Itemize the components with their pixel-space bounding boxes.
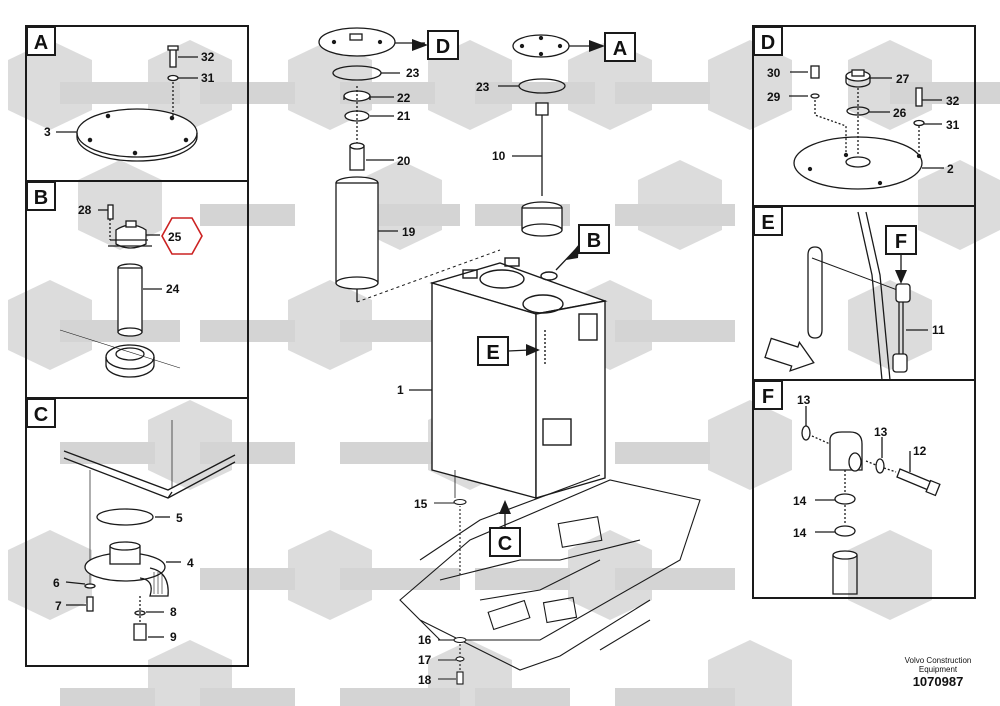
svg-text:12: 12 <box>913 444 927 458</box>
callout-f-detail-e: F <box>885 225 917 284</box>
svg-text:32: 32 <box>201 50 215 64</box>
svg-text:B: B <box>587 230 601 252</box>
manufacturer-line-1: Volvo Construction <box>904 656 972 665</box>
svg-text:A: A <box>613 38 627 60</box>
manufacturer-label: Volvo Construction Equipment <box>893 656 983 674</box>
svg-text:32: 32 <box>946 94 960 108</box>
svg-text:18: 18 <box>418 673 432 687</box>
svg-text:F: F <box>762 386 774 408</box>
detail-b-drawing <box>59 204 181 378</box>
svg-text:D: D <box>761 32 775 54</box>
highlight-hexagon <box>161 217 203 255</box>
svg-text:15: 15 <box>414 497 428 511</box>
svg-text:17: 17 <box>418 653 432 667</box>
svg-text:13: 13 <box>874 425 888 439</box>
center-callouts: D A B E C <box>412 30 636 557</box>
svg-text:A: A <box>34 32 48 54</box>
detail-tag-a: A <box>26 26 56 56</box>
svg-text:23: 23 <box>406 66 420 80</box>
svg-text:8: 8 <box>170 605 177 619</box>
svg-text:20: 20 <box>397 154 411 168</box>
callout-d-center: D <box>412 30 459 60</box>
svg-text:D: D <box>436 36 450 58</box>
svg-text:13: 13 <box>797 393 811 407</box>
svg-text:C: C <box>498 533 512 555</box>
detail-frames <box>25 25 976 667</box>
callout-b-center: B <box>555 224 610 271</box>
svg-text:23: 23 <box>476 80 490 94</box>
svg-text:3: 3 <box>44 125 51 139</box>
svg-text:4: 4 <box>187 556 194 570</box>
svg-text:24: 24 <box>166 282 180 296</box>
svg-text:16: 16 <box>418 633 432 647</box>
detail-tag-d: D <box>753 26 783 56</box>
hydraulic-tank <box>429 257 608 499</box>
svg-text:31: 31 <box>201 71 215 85</box>
svg-text:5: 5 <box>176 511 183 525</box>
manufacturer-line-2: Equipment <box>918 665 958 674</box>
svg-text:19: 19 <box>402 225 416 239</box>
detail-tag-e: E <box>753 206 783 236</box>
detail-e-drawing <box>764 211 928 381</box>
detail-c-drawing <box>63 420 236 641</box>
svg-text:31: 31 <box>946 118 960 132</box>
detail-box-c-frame <box>25 397 249 667</box>
svg-text:7: 7 <box>55 599 62 613</box>
svg-text:14: 14 <box>793 494 807 508</box>
drawing-number: 1070987 <box>912 674 964 689</box>
svg-text:30: 30 <box>767 66 781 80</box>
svg-text:F: F <box>895 231 907 253</box>
machine-frame <box>399 474 701 685</box>
detail-tag-f: F <box>753 380 783 410</box>
svg-text:2: 2 <box>947 162 954 176</box>
detail-tag-c: C <box>26 398 56 428</box>
svg-text:21: 21 <box>397 109 411 123</box>
center-filter-stack <box>318 27 501 303</box>
svg-text:6: 6 <box>53 576 60 590</box>
svg-text:E: E <box>486 342 499 364</box>
detail-tag-b: B <box>26 181 56 211</box>
callout-e-center: E <box>477 336 540 366</box>
svg-text:1: 1 <box>397 383 404 397</box>
svg-text:10: 10 <box>492 149 506 163</box>
svg-text:22: 22 <box>397 91 411 105</box>
svg-text:27: 27 <box>896 72 910 86</box>
detail-f-drawing <box>801 406 941 595</box>
svg-text:25: 25 <box>168 230 182 244</box>
callout-c-center: C <box>489 500 521 557</box>
svg-text:B: B <box>34 187 48 209</box>
svg-text:C: C <box>34 404 48 426</box>
svg-text:14: 14 <box>793 526 807 540</box>
center-sensor-stack <box>498 34 602 237</box>
svg-text:29: 29 <box>767 90 781 104</box>
detail-letter-tags: A B C D E F <box>26 26 783 428</box>
detail-d-drawing <box>789 65 944 190</box>
callout-a-center: A <box>589 32 636 62</box>
svg-text:28: 28 <box>78 203 92 217</box>
svg-text:9: 9 <box>170 630 177 644</box>
svg-text:11: 11 <box>932 323 945 337</box>
detail-box-f-frame <box>752 379 976 599</box>
svg-text:26: 26 <box>893 106 907 120</box>
detail-a-drawing <box>56 45 198 162</box>
svg-text:E: E <box>761 212 774 234</box>
